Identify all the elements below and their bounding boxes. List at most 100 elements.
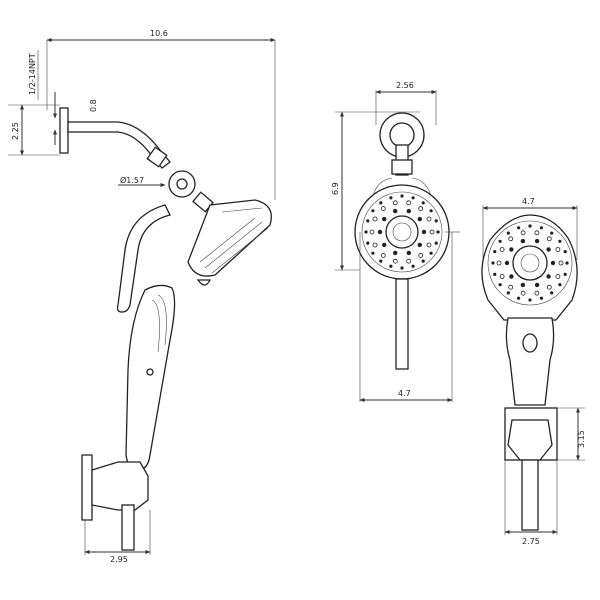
side-view: 10.6 1/2-14NPT 2.25 0.8 (8, 29, 276, 564)
nozzle (418, 206, 424, 211)
nozzle (434, 219, 438, 223)
front-view: 2.56 6.9 4.7 (331, 81, 460, 402)
front-height-dimension: 6.9 (331, 111, 420, 271)
nozzle (393, 208, 398, 214)
bracket-width-label: 2.75 (522, 537, 540, 546)
nozzle (371, 251, 375, 255)
nozzle (504, 260, 510, 266)
front-head-width-label: 2.56 (396, 81, 414, 90)
nozzle (364, 230, 368, 234)
nozzle (498, 283, 502, 287)
bracket-height-dimension: 3.15 (557, 407, 586, 461)
ball-diameter-callout: Ø1.57 (118, 175, 166, 187)
nozzle (517, 226, 521, 230)
nozzle (392, 258, 398, 264)
hose (116, 204, 171, 313)
nozzle (546, 247, 551, 252)
nozzle (563, 250, 567, 254)
arm-offset-label: 0.8 (89, 99, 98, 112)
nozzle (499, 274, 505, 279)
nozzle (421, 229, 427, 235)
nozzle (406, 258, 412, 264)
nozzle (429, 229, 435, 235)
handheld-bracket (504, 407, 558, 531)
nozzle (546, 274, 551, 279)
front-head-width-dimension: 2.56 (375, 81, 437, 125)
thread-dimension: 1/2-14NPT (28, 50, 39, 100)
nozzle (426, 242, 432, 248)
nozzle (520, 230, 526, 236)
nozzle (389, 264, 393, 268)
nozzle (366, 241, 370, 245)
nozzle (539, 226, 544, 230)
front-height-label: 6.9 (331, 182, 340, 195)
nozzle (508, 284, 514, 290)
nozzle (550, 260, 556, 266)
nozzle (546, 284, 552, 290)
nozzle (499, 247, 505, 252)
nozzle (369, 229, 375, 235)
nozzle (491, 261, 495, 265)
nozzle (417, 242, 422, 248)
nozzle (417, 216, 422, 222)
ball-diameter-label: Ø1.57 (120, 175, 144, 185)
nozzle (534, 290, 540, 296)
nozzle (565, 261, 569, 265)
nozzle (393, 250, 398, 256)
front-wand (395, 278, 409, 370)
nozzle (550, 231, 554, 235)
nozzle (550, 291, 554, 295)
nozzle (555, 247, 561, 252)
nozzle (411, 264, 415, 268)
nozzle (382, 242, 387, 248)
nozzle (558, 283, 562, 287)
nozzle (418, 253, 424, 258)
nozzle (434, 241, 438, 245)
nozzle (379, 259, 383, 263)
ball-joint (146, 146, 214, 213)
nozzle (509, 274, 514, 279)
nozzle (372, 242, 378, 248)
front-overall-width-label: 4.7 (398, 389, 411, 398)
handheld-wand (125, 284, 176, 471)
nozzle (371, 209, 375, 213)
nozzle (400, 266, 404, 270)
handheld-head (481, 214, 578, 321)
nozzle (506, 231, 510, 235)
arm-height-label: 2.25 (11, 122, 20, 140)
nozzle (506, 291, 510, 295)
nozzle (436, 230, 440, 234)
handheld-head-width-dimension: 4.7 (482, 197, 578, 260)
handheld-view: 4.7 3.15 (481, 197, 586, 546)
nozzle (496, 260, 502, 266)
nozzle (406, 208, 411, 214)
nozzle (421, 259, 425, 263)
overall-width-label: 10.6 (150, 29, 168, 38)
holder-width-dimension: 2.95 (84, 510, 151, 564)
wall-holder (81, 454, 149, 551)
nozzle (539, 296, 544, 300)
nozzle (498, 239, 502, 243)
fixed-shower-head (187, 199, 272, 286)
nozzle (517, 296, 521, 300)
nozzle (555, 274, 561, 279)
nozzle (508, 236, 514, 242)
nozzle (429, 209, 433, 213)
nozzle (377, 229, 383, 235)
nozzle (493, 272, 497, 276)
nozzle (392, 200, 398, 206)
nozzle (520, 290, 526, 296)
holder-width-label: 2.95 (110, 555, 128, 564)
nozzle (372, 216, 378, 222)
nozzle (429, 251, 433, 255)
overall-width-dimension: 10.6 (46, 29, 276, 200)
nozzle (528, 224, 532, 228)
nozzle (534, 282, 540, 288)
nozzle (563, 272, 567, 276)
front-overall-width-dimension: 4.7 (359, 232, 453, 402)
handheld-handle (505, 317, 555, 406)
nozzle (528, 298, 532, 302)
nozzle (411, 196, 415, 200)
bracket-width-dimension: 2.75 (504, 460, 558, 546)
